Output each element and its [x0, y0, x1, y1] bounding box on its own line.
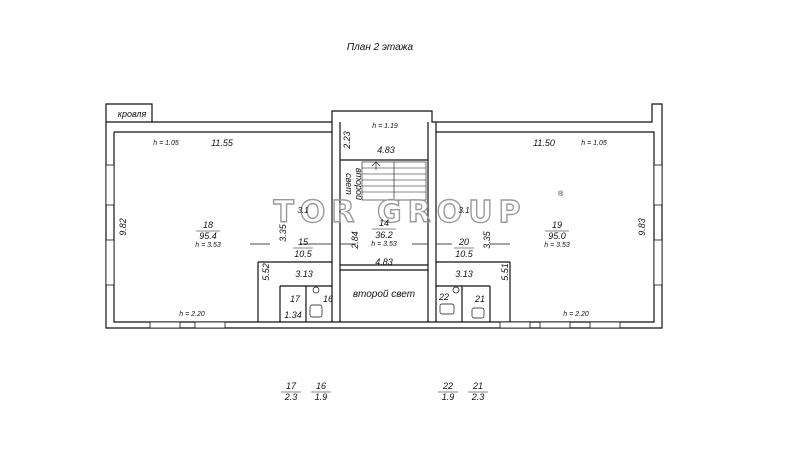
height-2-20-left: h = 2.20 — [179, 311, 205, 318]
dim-3-13-right: 3.13 — [455, 269, 473, 279]
height-1-19: h = 1.19 — [372, 123, 398, 130]
room-labels: 18 95.4 h = 3.53 19 95.0 h = 3.53 14 36.… — [195, 218, 570, 304]
dim-3-13-left: 3.13 — [295, 269, 313, 279]
dim-3-35-right: 3.35 — [482, 230, 492, 249]
legend-16-area: 1.9 — [315, 392, 328, 402]
room-14-height: h = 3.53 — [371, 241, 397, 248]
windows — [105, 164, 663, 329]
room-18-height: h = 3.53 — [195, 242, 221, 249]
room-19-height: h = 3.53 — [544, 242, 570, 249]
dim-4-83-mid: 4.83 — [375, 257, 393, 267]
room-15-area: 10.5 — [294, 249, 313, 259]
area-legend: 17 2.3 16 1.9 22 1.9 21 2.3 — [281, 381, 488, 402]
room-14-number: 14 — [379, 218, 389, 228]
roof-label: кровля — [118, 109, 147, 119]
legend-22-number: 22 — [442, 381, 453, 391]
legend-17-area: 2.3 — [284, 392, 298, 402]
dim-5-52: 5.52 — [261, 263, 271, 281]
plan-title: План 2 этажа — [347, 42, 414, 53]
svg-text:свет: свет — [344, 173, 354, 195]
fixtures — [309, 286, 485, 319]
second-light-vertical-label: второй свет — [344, 168, 364, 200]
dim-3-1-right: 3.1 — [458, 206, 469, 215]
room-17-number: 17 — [290, 294, 301, 304]
room-14-area: 36.2 — [375, 230, 393, 240]
room-16-number: 16 — [323, 294, 333, 304]
room-20-area: 10.5 — [455, 249, 474, 259]
interior-walls — [257, 122, 511, 322]
dim-2-84: 2.84 — [350, 231, 360, 250]
height-2-20-right: h = 2.20 — [563, 311, 589, 318]
legend-21-area: 2.3 — [471, 392, 485, 402]
svg-text:второй: второй — [354, 168, 364, 200]
room-18-area: 95.4 — [199, 231, 217, 241]
dim-3-1-left: 3.1 — [297, 206, 308, 215]
dim-9-82: 9.82 — [118, 218, 128, 236]
watermark-registered-mark: ® — [558, 190, 564, 198]
watermark-text: TOR GROUP — [273, 195, 526, 230]
room-15-number: 15 — [298, 237, 309, 247]
legend-16-number: 16 — [316, 381, 326, 391]
second-light-label: второй свет — [353, 289, 415, 300]
legend-22-area: 1.9 — [442, 392, 455, 402]
dim-5-51: 5.51 — [500, 263, 510, 281]
dim-11-55: 11.55 — [211, 138, 234, 148]
legend-17-number: 17 — [286, 381, 297, 391]
height-1-05-right: h = 1.05 — [581, 140, 607, 147]
dim-1-34: 1.34 — [284, 310, 302, 320]
dim-11-50: 11.50 — [533, 138, 555, 148]
room-19-number: 19 — [552, 220, 562, 230]
staircase — [361, 161, 427, 201]
room-19-area: 95.0 — [548, 231, 566, 241]
dim-2-23: 2.23 — [342, 131, 352, 150]
dim-9-83: 9.83 — [637, 218, 647, 236]
legend-21-number: 21 — [472, 381, 483, 391]
room-18-number: 18 — [203, 220, 213, 230]
room-22-number: 22 — [438, 292, 449, 302]
dim-3-35-left: 3.35 — [278, 223, 288, 242]
room-20-number: 20 — [458, 237, 469, 247]
dimension-values: 11.55 11.50 4.83 4.83 3.13 3.13 1.34 3.1… — [118, 131, 647, 320]
dim-4-83-top: 4.83 — [377, 145, 395, 155]
room-21-number: 21 — [474, 294, 485, 304]
height-values: h = 1.05 h = 1.05 h = 1.19 h = 2.20 h = … — [153, 123, 607, 318]
height-1-05-left: h = 1.05 — [153, 140, 179, 147]
